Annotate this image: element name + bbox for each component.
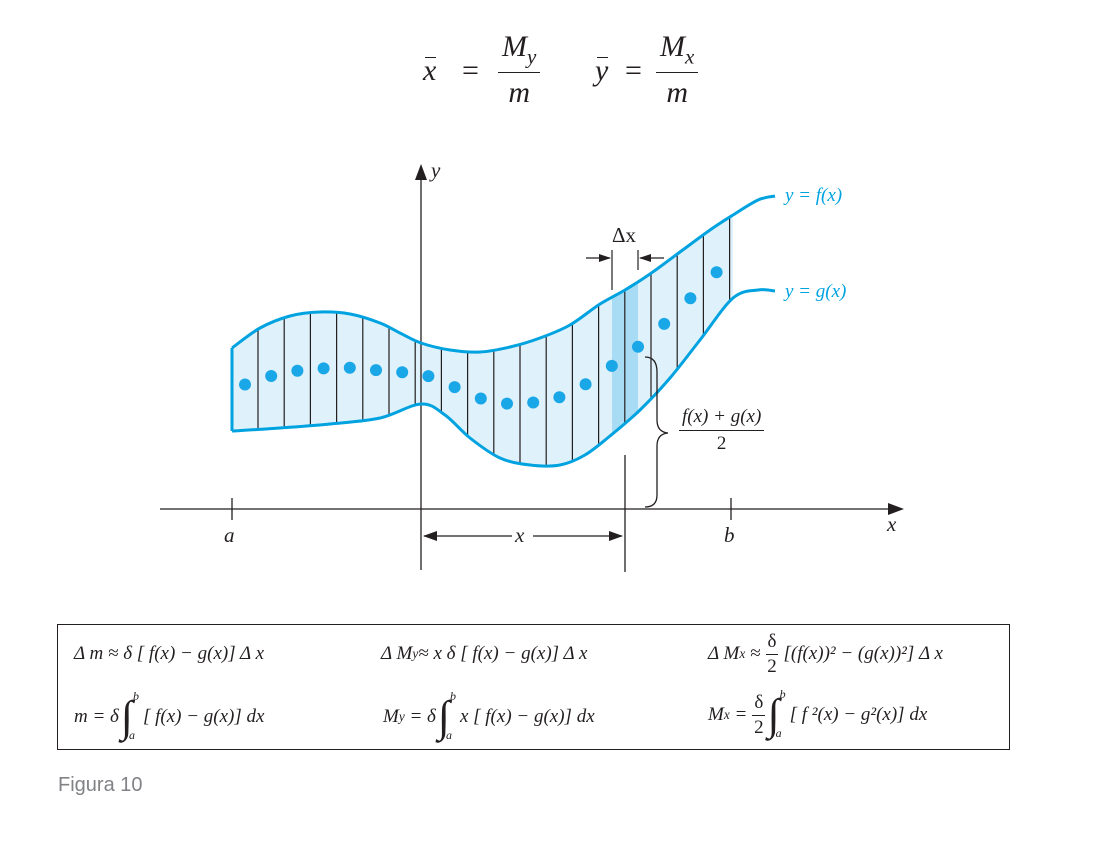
figure-caption: Figura 10 bbox=[58, 774, 143, 796]
upper-limit-2: b bbox=[449, 689, 456, 703]
midpoint-dot bbox=[422, 370, 435, 383]
my-int-sub: y bbox=[398, 709, 405, 724]
dm-text: Δ m ≈ δ [ f(x) − g(x)] Δ x bbox=[74, 643, 264, 664]
dmx-mid: ≈ bbox=[745, 643, 766, 664]
f-curve-label: y = f(x) bbox=[785, 185, 843, 206]
midpoint-dot bbox=[501, 397, 513, 410]
my-over-m: My m bbox=[498, 30, 541, 110]
y-axis-label: y bbox=[431, 158, 441, 182]
my-int-rhs: x [ f(x) − g(x)] dx bbox=[459, 706, 595, 727]
m-rhs: [ f(x) − g(x)] dx bbox=[142, 706, 265, 727]
dmx-den: 2 bbox=[767, 655, 777, 677]
mx-sub: x bbox=[685, 44, 695, 69]
mx-int-sub: x bbox=[723, 707, 730, 722]
mx-int-den: 2 bbox=[754, 716, 764, 738]
midpoint-dot bbox=[658, 317, 671, 330]
dmx-num: δ bbox=[765, 631, 779, 655]
midpoint-dot bbox=[317, 362, 330, 375]
dmx-rhs: [(f(x))² − (g(x))²] Δ x bbox=[778, 643, 943, 664]
upper-limit-3: b bbox=[779, 687, 786, 701]
delta-x-label: Δx bbox=[612, 223, 636, 248]
my-int-lhs: M bbox=[383, 706, 399, 727]
dmy-sub: y bbox=[412, 646, 419, 661]
dmy-rhs: ≈ x δ [ f(x) − g(x)] Δ x bbox=[418, 643, 588, 664]
midpoint-denominator: 2 bbox=[716, 433, 727, 454]
mx-int-lhs: M bbox=[708, 704, 724, 725]
mx-den: m bbox=[666, 76, 688, 110]
x-distance-left-arrowhead bbox=[423, 531, 437, 541]
dmy-lhs: Δ M bbox=[381, 643, 413, 664]
lower-limit-1: a bbox=[128, 728, 135, 742]
delta-x-left-arrowhead bbox=[599, 254, 611, 262]
midpoint-dot bbox=[343, 361, 356, 374]
mx-int-mid: = bbox=[729, 704, 753, 725]
equals-sign-2: = bbox=[625, 54, 642, 87]
diagram-svg bbox=[160, 164, 904, 572]
midpoint-dot bbox=[632, 340, 644, 353]
midpoint-dot bbox=[684, 292, 697, 305]
mx-int-rhs: [ f ²(x) − g²(x)] dx bbox=[789, 704, 928, 725]
centroid-formulas: x = My m y = Mx m bbox=[0, 28, 1103, 110]
my-den: m bbox=[508, 76, 530, 110]
midpoint-label: f(x) + g(x) 2 bbox=[679, 406, 765, 455]
dmx-sub: x bbox=[739, 646, 746, 661]
centroid-dots bbox=[239, 266, 723, 410]
equals-sign-1: = bbox=[462, 54, 479, 87]
midpoint-dot bbox=[396, 366, 409, 379]
x-distance-label: x bbox=[515, 523, 525, 547]
mx-over-m: Mx m bbox=[656, 30, 699, 110]
midpoint-dot bbox=[265, 370, 278, 382]
g-curve-label: y = g(x) bbox=[785, 281, 847, 302]
midpoint-dot bbox=[527, 396, 540, 409]
x-bar: x bbox=[423, 54, 437, 87]
curve-f bbox=[231, 194, 776, 354]
lower-limit-3: a bbox=[775, 726, 782, 740]
midpoint-dot bbox=[579, 378, 592, 391]
m-lhs: m = δ bbox=[74, 706, 119, 727]
midpoint-dot bbox=[474, 392, 487, 405]
dmx-lhs: Δ M bbox=[708, 643, 740, 664]
x-axis-label: x bbox=[887, 512, 897, 536]
dm-formula: Δ m ≈ δ [ f(x) − g(x)] Δ x bbox=[74, 638, 264, 670]
midpoint-dot bbox=[605, 359, 618, 372]
x-axis-arrow bbox=[888, 503, 904, 515]
midpoint-brace bbox=[644, 356, 669, 508]
midpoint-dot bbox=[291, 364, 304, 377]
midpoint-dot bbox=[370, 364, 382, 377]
midpoint-numerator: f(x) + g(x) bbox=[679, 406, 765, 431]
y-axis-arrow bbox=[415, 164, 427, 180]
my-M: M bbox=[502, 30, 527, 63]
midpoint-dot bbox=[239, 378, 251, 391]
region-fill bbox=[232, 215, 733, 467]
lamina-diagram: y x a b x Δx y = f(x) y = g(x) f(x) + g(… bbox=[0, 150, 1103, 580]
lower-limit-2: a bbox=[445, 728, 452, 742]
upper-limit-1: b bbox=[132, 689, 139, 703]
a-label: a bbox=[224, 523, 235, 547]
curve-g bbox=[231, 288, 776, 468]
y-bar: y bbox=[595, 54, 609, 87]
delta-x-right-arrowhead bbox=[639, 254, 651, 262]
my-int-mid: = δ bbox=[404, 706, 436, 727]
midpoint-dot bbox=[448, 381, 461, 394]
midpoint-dot bbox=[710, 266, 723, 279]
midpoint-dot bbox=[553, 391, 566, 404]
b-label: b bbox=[724, 523, 735, 547]
x-distance-right-arrowhead bbox=[609, 531, 623, 541]
my-sub: y bbox=[527, 44, 537, 69]
delta-x-text: Δx bbox=[612, 223, 637, 247]
mx-M: M bbox=[660, 30, 685, 63]
mx-int-num: δ bbox=[752, 692, 766, 716]
